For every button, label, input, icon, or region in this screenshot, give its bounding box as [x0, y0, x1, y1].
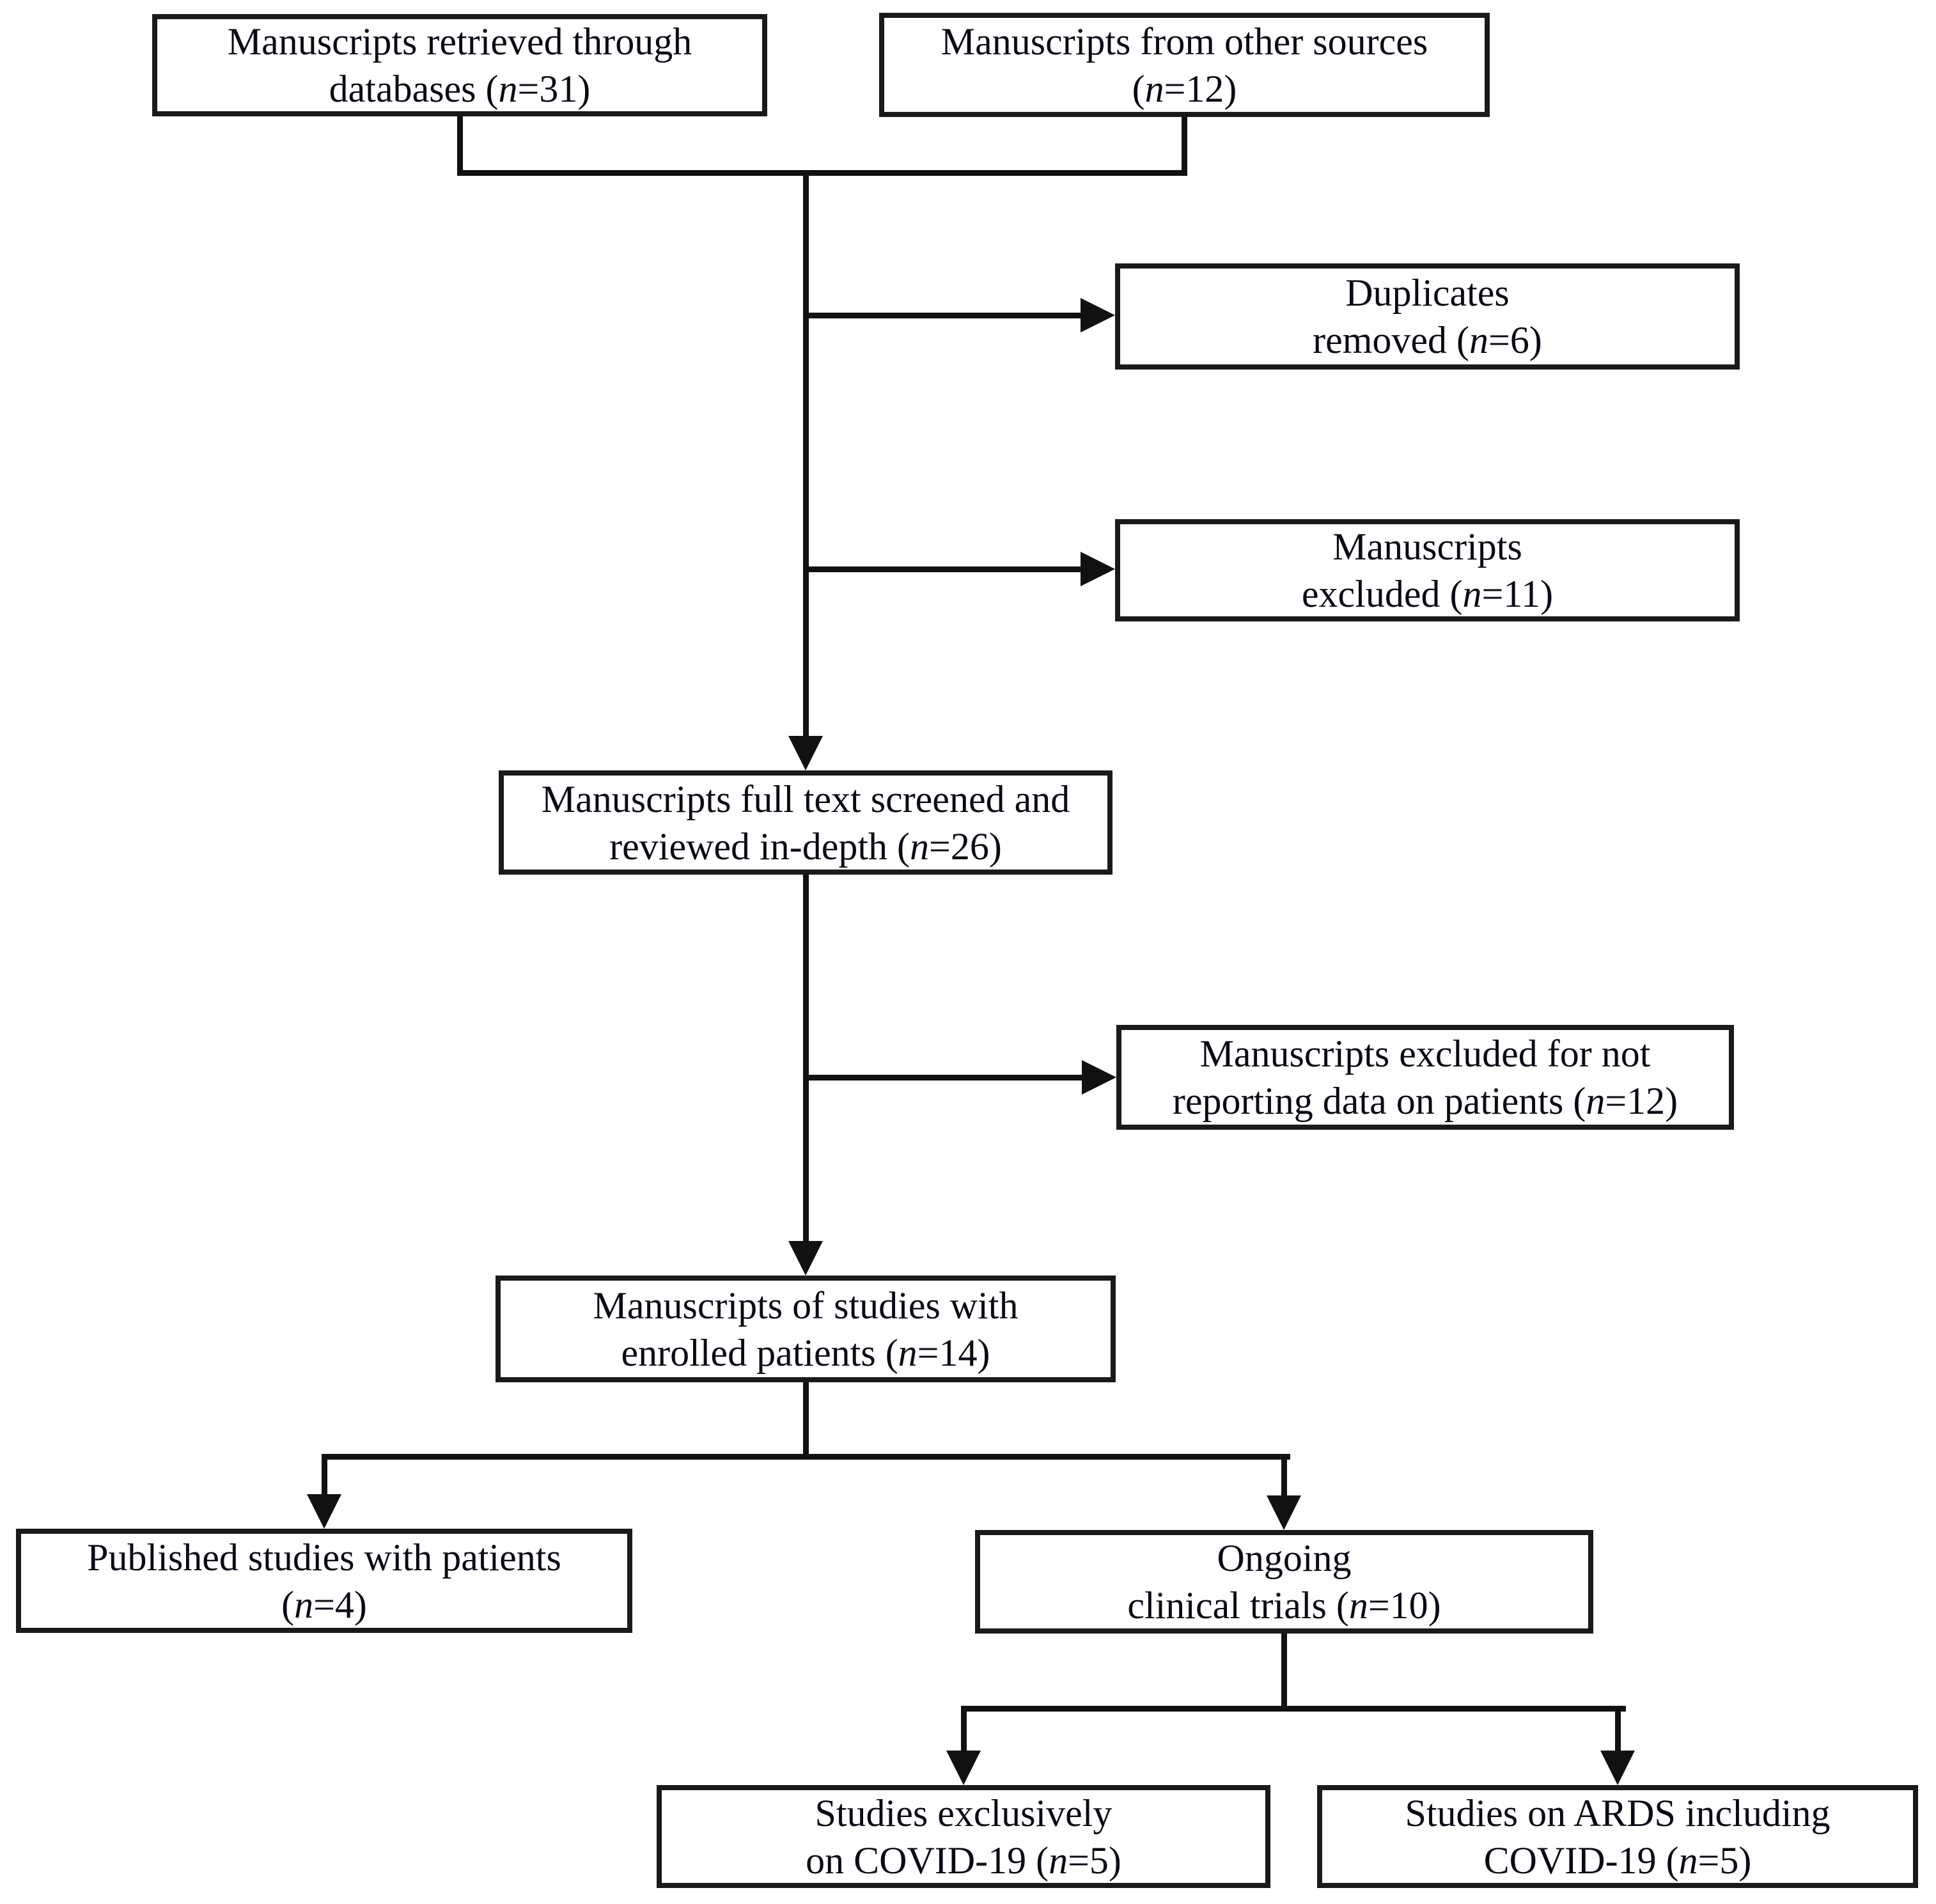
arrow-right-into-duplicates-icon — [1081, 298, 1115, 332]
connector-retrieved-down — [457, 116, 463, 176]
flow-box-other-sources: Manuscripts from other sources(n=12) — [879, 13, 1490, 117]
arrow-right-into-not-reporting-icon — [1082, 1060, 1116, 1095]
arrow-down-into-enrolled-icon — [788, 1241, 823, 1276]
connector-center-vertical-3 — [803, 1382, 809, 1460]
connector-drop-ards — [1615, 1712, 1621, 1751]
connector-branch-excluded — [809, 566, 1081, 572]
connector-split-horizontal-1 — [322, 1454, 1290, 1460]
connector-drop-covid-exclusive — [961, 1712, 967, 1751]
arrow-down-into-full-text-icon — [788, 736, 823, 770]
arrow-down-into-covid-exclusive-icon — [946, 1751, 981, 1785]
connector-center-vertical-2 — [803, 875, 809, 1241]
flow-box-published-studies: Published studies with patients(n=4) — [16, 1529, 632, 1633]
connector-drop-ongoing — [1281, 1460, 1287, 1495]
connector-merge-horizontal — [457, 170, 1187, 176]
connector-center-vertical-1 — [803, 170, 809, 736]
connector-ongoing-vertical — [1281, 1634, 1287, 1706]
arrow-down-into-published-icon — [307, 1494, 341, 1529]
arrow-right-into-excluded-icon — [1081, 552, 1115, 586]
arrow-down-into-ongoing-icon — [1267, 1495, 1301, 1530]
connector-other-sources-down — [1182, 117, 1187, 176]
connector-drop-published — [322, 1460, 327, 1494]
connector-split-horizontal-2 — [961, 1706, 1626, 1712]
connector-branch-not-reporting — [809, 1075, 1082, 1081]
arrow-down-into-ards-icon — [1600, 1751, 1635, 1785]
connector-branch-duplicates — [809, 313, 1081, 318]
